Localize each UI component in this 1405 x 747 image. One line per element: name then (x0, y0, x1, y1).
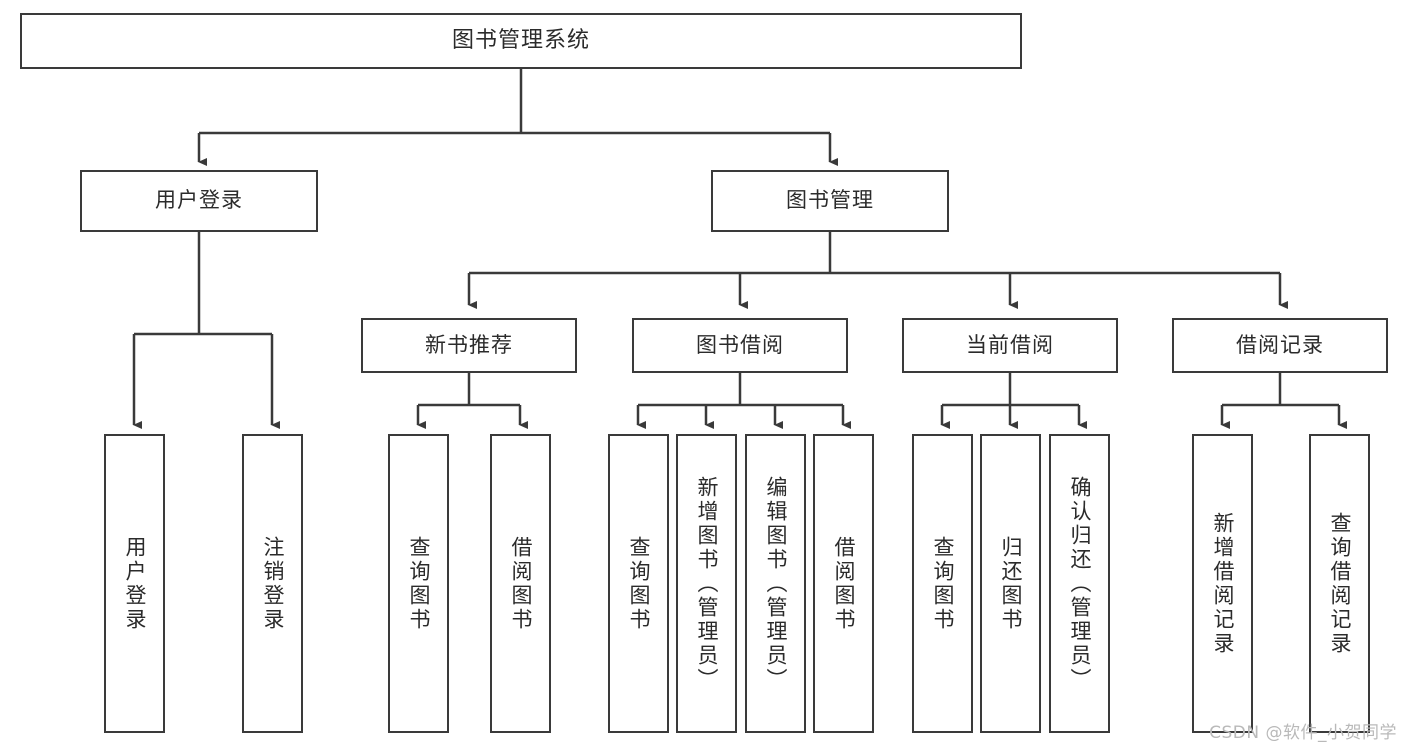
node-label: 借阅记录 (1236, 332, 1324, 357)
leaf-borrow-borrow-book[interactable]: 借阅图书 (813, 434, 874, 733)
node-label: 编辑图书（管理员） (764, 475, 788, 692)
leaf-user-login[interactable]: 用户登录 (104, 434, 165, 733)
node-label: 查询图书 (931, 535, 955, 632)
node-label: 新书推荐 (425, 332, 513, 357)
node-new-book-recommend[interactable]: 新书推荐 (361, 318, 577, 373)
leaf-current-return-book[interactable]: 归还图书 (980, 434, 1041, 733)
node-label: 图书管理系统 (451, 27, 590, 53)
leaf-current-query-book[interactable]: 查询图书 (912, 434, 973, 733)
node-label: 图书管理 (786, 188, 874, 213)
leaf-record-query[interactable]: 查询借阅记录 (1309, 434, 1370, 733)
leaf-new-book-borrow[interactable]: 借阅图书 (490, 434, 551, 733)
node-label: 归还图书 (999, 535, 1023, 632)
node-label: 查询借阅记录 (1328, 511, 1352, 656)
node-label: 借阅图书 (832, 535, 856, 632)
node-label: 借阅图书 (509, 535, 533, 632)
node-label: 用户登录 (155, 188, 243, 213)
node-label: 当前借阅 (966, 332, 1054, 357)
node-user-login[interactable]: 用户登录 (80, 170, 318, 232)
node-label: 确认归还（管理员） (1068, 475, 1092, 692)
node-root-system[interactable]: 图书管理系统 (20, 13, 1022, 69)
leaf-borrow-edit-book[interactable]: 编辑图书（管理员） (745, 434, 806, 733)
leaf-borrow-add-book[interactable]: 新增图书（管理员） (676, 434, 737, 733)
leaf-borrow-query-book[interactable]: 查询图书 (608, 434, 669, 733)
node-label: 查询图书 (407, 535, 431, 632)
leaf-record-add[interactable]: 新增借阅记录 (1192, 434, 1253, 733)
node-label: 新增借阅记录 (1211, 511, 1235, 656)
node-book-borrow[interactable]: 图书借阅 (632, 318, 848, 373)
leaf-new-book-query[interactable]: 查询图书 (388, 434, 449, 733)
csdn-watermark: CSDN @软件_小贺同学 (1209, 723, 1397, 743)
node-label: 查询图书 (627, 535, 651, 632)
leaf-current-confirm-return[interactable]: 确认归还（管理员） (1049, 434, 1110, 733)
node-borrow-record[interactable]: 借阅记录 (1172, 318, 1388, 373)
node-label: 新增图书（管理员） (695, 475, 719, 692)
node-current-borrow[interactable]: 当前借阅 (902, 318, 1118, 373)
node-label: 用户登录 (123, 535, 147, 632)
node-label: 注销登录 (261, 535, 285, 632)
leaf-user-logout[interactable]: 注销登录 (242, 434, 303, 733)
node-book-management[interactable]: 图书管理 (711, 170, 949, 232)
node-label: 图书借阅 (696, 332, 784, 357)
